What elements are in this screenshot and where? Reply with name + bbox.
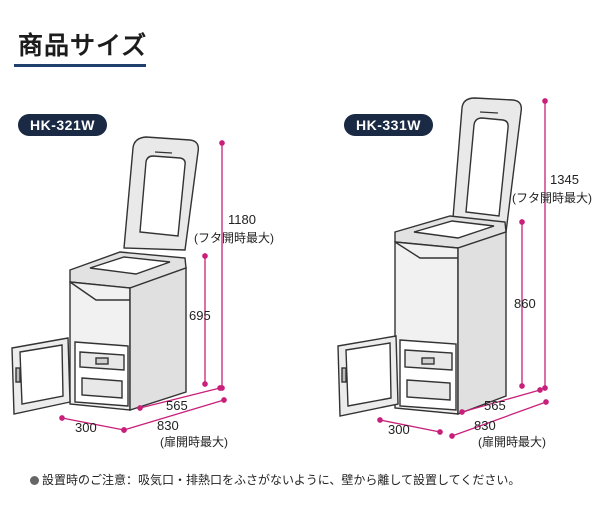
left-depth-value: 565	[166, 398, 188, 413]
title-underline	[14, 64, 146, 67]
left-height-open-note: (フタ開時最大)	[194, 231, 274, 245]
page-title: 商品サイズ	[18, 31, 148, 60]
right-height-value: 860	[514, 296, 536, 311]
dimension-lines-left	[59, 140, 227, 433]
product-illustration-right	[337, 97, 523, 417]
left-depth-open-note: (扉開時最大)	[160, 435, 228, 449]
right-width-value: 300	[388, 422, 410, 437]
right-depth-value: 565	[484, 398, 506, 413]
model-badge-right: HK-331W	[344, 114, 433, 136]
left-height-value: 695	[189, 308, 211, 323]
bullet-icon	[30, 476, 39, 485]
left-height-open-value: 1180	[228, 212, 256, 227]
model-badge-left: HK-321W	[18, 114, 107, 136]
right-depth-open-note: (扉開時最大)	[478, 435, 546, 449]
right-height-open-note: (フタ開時最大)	[512, 191, 592, 205]
right-depth-open-value: 830	[474, 418, 496, 433]
installation-note: 設置時のご注意：吸気口・排熱口をふさがないように、壁から離して設置してください。	[30, 471, 520, 488]
installation-note-text: 設置時のご注意：吸気口・排熱口をふさがないように、壁から離して設置してください。	[42, 473, 521, 487]
product-illustration-left	[11, 136, 200, 415]
left-depth-open-value: 830	[157, 418, 179, 433]
left-width-value: 300	[75, 420, 97, 435]
right-height-open-value: 1345	[550, 172, 579, 187]
dimension-lines-right	[377, 98, 549, 439]
